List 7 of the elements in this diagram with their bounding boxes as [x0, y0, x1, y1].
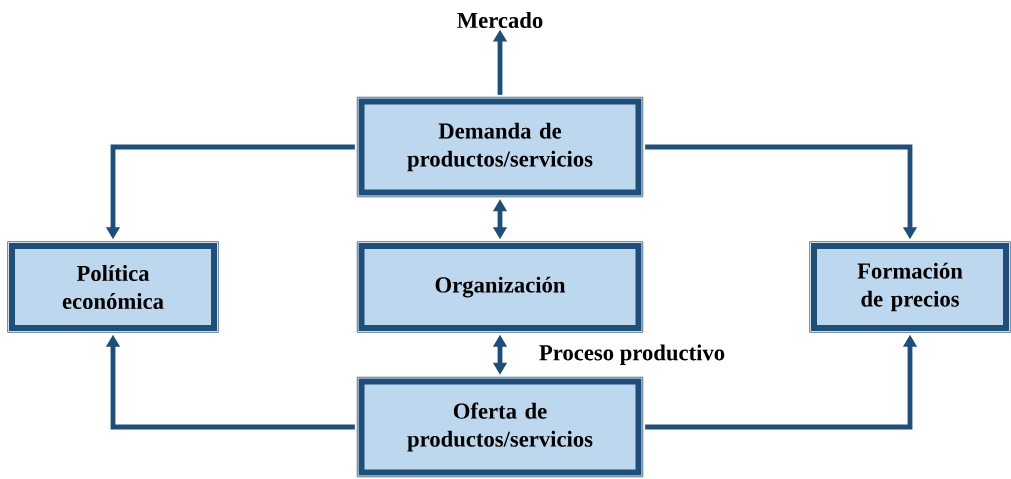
node-label: Mercado [457, 12, 543, 28]
process-box: Formación de precios [809, 241, 1011, 333]
edge-label: Proceso productivo [539, 344, 725, 366]
process-box: Demanda de productos/servicios [356, 96, 644, 198]
process-box: Política económica [7, 241, 219, 333]
process-box: Organización [356, 241, 644, 333]
process-box: Oferta de productos/servicios [356, 376, 644, 478]
